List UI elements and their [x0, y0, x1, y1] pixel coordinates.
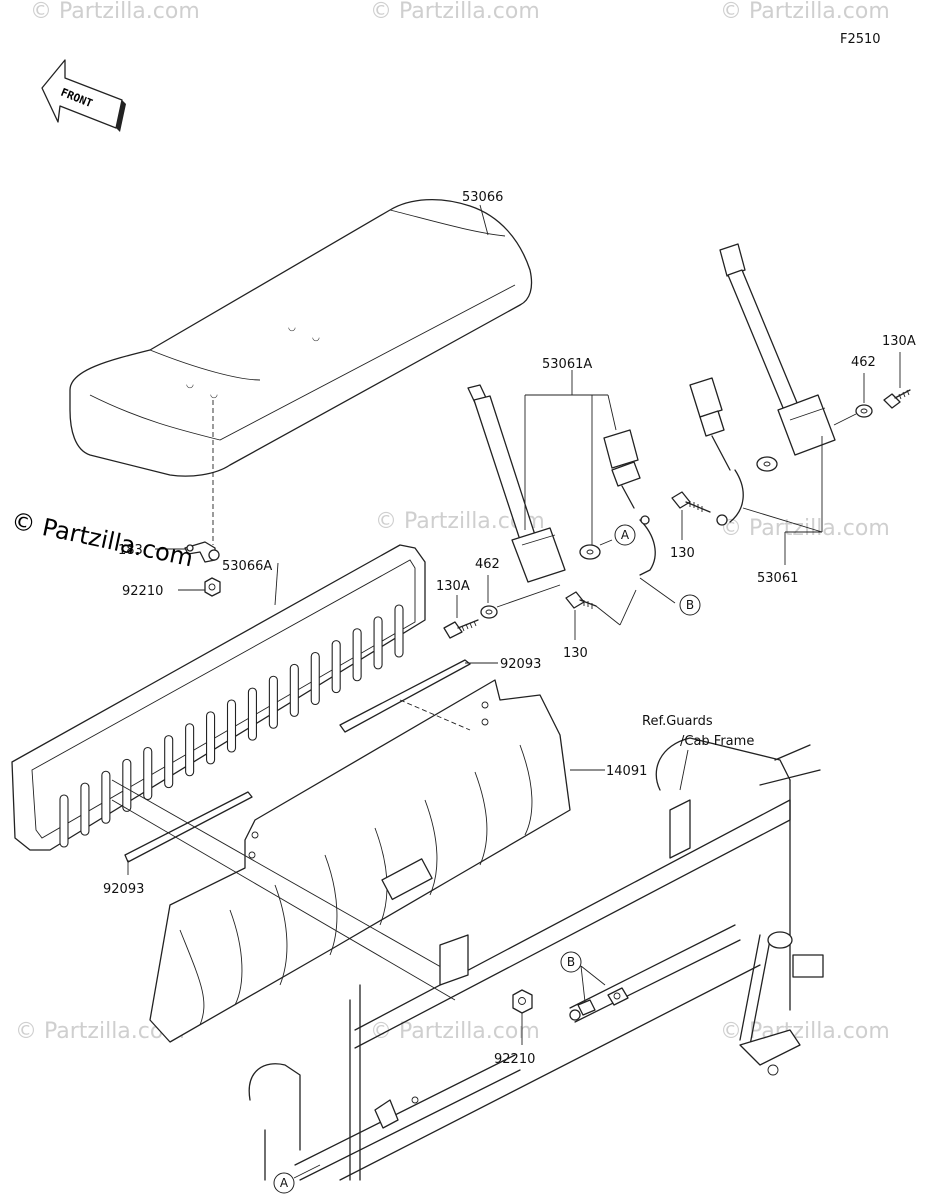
part-label-nut-top: 92210: [122, 584, 163, 599]
mount-hole-icon: ◡: [186, 380, 194, 390]
foam-strip-upper: [339, 659, 471, 733]
foam-strip-lower: [124, 791, 253, 863]
watermark: © Partzilla.com: [30, 0, 200, 24]
figure-code: F2510: [840, 32, 881, 47]
bolt-part: [565, 591, 597, 609]
vent-slot: [394, 604, 404, 658]
vent-slot: [143, 746, 153, 801]
watermark-strong: © Partzilla.com: [9, 506, 196, 572]
vent-slot: [206, 711, 216, 765]
mount-hole-icon: ◡: [312, 333, 320, 343]
watermark: © Partzilla.com: [370, 1019, 540, 1044]
bolt-part: [883, 389, 911, 409]
callout-b-icon: [679, 594, 701, 616]
vent-slot: [164, 735, 174, 789]
part-label-bolt-right-130a: 130A: [882, 334, 916, 349]
washer-part: [480, 605, 498, 619]
watermark: © Partzilla.com: [370, 0, 540, 24]
vent-slot: [373, 616, 383, 670]
part-label-washer-left: 462: [475, 557, 500, 572]
watermark: © Partzilla.com: [720, 1019, 890, 1044]
front-arrow-icon: FRONT: [41, 59, 126, 132]
vent-slot: [101, 770, 111, 824]
part-label-seat-belt-right: 53061: [757, 571, 798, 586]
seat-belt-left: [467, 384, 656, 583]
mount-hole-icon: ◡: [210, 390, 218, 400]
seat-back: [11, 544, 426, 851]
part-label-bolt-left-130: 130: [563, 646, 588, 661]
callout-a-icon: [273, 1172, 295, 1194]
part-label-nut-bottom: 92210: [494, 1052, 535, 1067]
nut-part: [204, 577, 221, 597]
part-label-clip: 183: [118, 543, 143, 558]
vent-slot: [352, 628, 362, 682]
part-label-panel: 14091: [606, 764, 647, 779]
vent-slot: [185, 723, 195, 777]
part-label-strip-lower: 92093: [103, 882, 144, 897]
washer-part: [756, 456, 778, 472]
reference-note-line2: /Cab Frame: [680, 734, 754, 749]
vent-slot: [226, 699, 237, 753]
reference-note-line1: Ref.Guards: [642, 714, 713, 729]
watermark: © Partzilla.com: [720, 516, 890, 541]
back-panel: [149, 679, 571, 1043]
callout-b-label: B: [686, 598, 694, 612]
part-label-strip-upper: 92093: [500, 657, 541, 672]
vent-slot: [268, 675, 278, 729]
mount-hole-icon: ◡: [288, 323, 296, 333]
part-label-bolt-left-130a: 130A: [436, 579, 470, 594]
vent-slot: [247, 687, 257, 741]
cab-frame: [248, 737, 824, 1181]
callout-b-label: B: [567, 955, 575, 969]
clip-part: [184, 541, 220, 563]
vent-slot: [59, 794, 69, 848]
seat-cushion: ◡ ◡ ◡ ◡: [69, 198, 533, 545]
vent-slot: [310, 651, 320, 706]
watermark: © Partzilla.com: [720, 0, 890, 24]
washer-part: [855, 404, 873, 418]
watermark-group: © Partzilla.com © Partzilla.com © Partzi…: [15, 0, 890, 1044]
callout-b-icon: [560, 951, 582, 973]
callout-a-icon: [614, 524, 636, 546]
part-label-washer-right: 462: [851, 355, 876, 370]
part-label-seat-belt-left: 53061A: [542, 357, 592, 372]
nut-part: [512, 989, 533, 1014]
bolt-part: [443, 619, 479, 639]
part-label-bolt-right-130: 130: [670, 546, 695, 561]
washer-part: [579, 544, 601, 560]
vent-slot: [331, 640, 341, 694]
part-label-seat-cushion: 53066: [462, 190, 503, 205]
vent-slot: [289, 663, 299, 717]
vent-slot: [80, 782, 90, 836]
callout-a-label: A: [621, 528, 630, 542]
vent-slot: [122, 758, 132, 812]
bolt-part: [671, 491, 711, 513]
part-label-seat-back: 53066A: [222, 559, 272, 574]
seat-belt-right: [689, 243, 836, 526]
callout-a-label: A: [280, 1176, 289, 1190]
